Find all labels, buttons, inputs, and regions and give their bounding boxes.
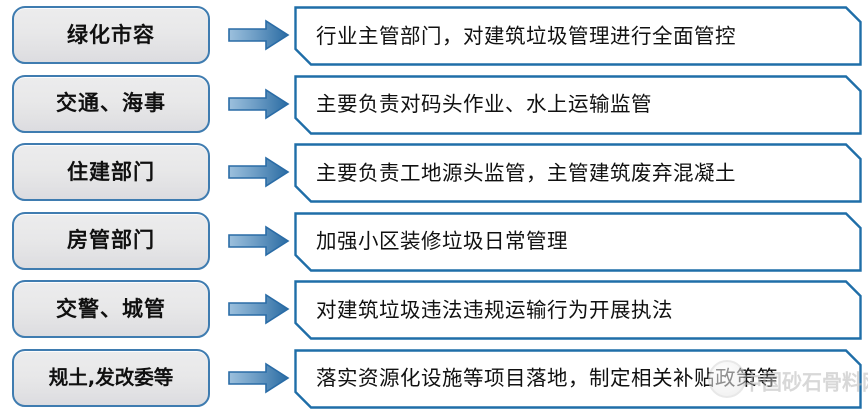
right-arrow-icon xyxy=(228,225,290,257)
department-box[interactable]: 房管部门 xyxy=(12,211,210,270)
description-text: 对建筑垃圾违法违规运输行为开展执法 xyxy=(316,297,673,322)
department-label: 绿化市容 xyxy=(67,22,155,47)
diagram-row: 交警、城管 对建筑垃圾违法违规运输行为开展执法 xyxy=(0,280,868,340)
right-arrow-icon xyxy=(228,156,290,188)
description-box[interactable]: 加强小区装修垃圾日常管理 xyxy=(294,211,862,272)
diagram-row: 交通、海事 主要负责对码头作业、水上运输监管 xyxy=(0,74,868,135)
diagram-row: 绿化市容 行业主管部门，对建筑垃圾管理进行全面管控 xyxy=(0,6,868,66)
department-label: 交警、城管 xyxy=(56,296,166,321)
description-box-shape xyxy=(294,280,862,340)
description-box[interactable]: 主要负责对码头作业、水上运输监管 xyxy=(294,74,862,135)
description-box-shape xyxy=(294,143,862,203)
department-label: 交通、海事 xyxy=(56,91,166,115)
description-box[interactable]: 行业主管部门，对建筑垃圾管理进行全面管控 xyxy=(294,6,862,66)
description-box-shape xyxy=(294,74,862,135)
description-text: 主要负责工地源头监管，主管建筑废弃混凝土 xyxy=(316,160,736,185)
diagram-row: 住建部门 主要负责工地源头监管，主管建筑废弃混凝土 xyxy=(0,143,868,203)
department-label: 住建部门 xyxy=(67,159,155,184)
description-box[interactable]: 落实资源化设施等项目落地，制定相关补贴政策等 xyxy=(294,348,862,409)
right-arrow-icon xyxy=(228,362,290,394)
diagram-row: 规土,发改委等 落实资源化设施等项目落地，制定相关补贴政策等 xyxy=(0,348,868,409)
description-text: 落实资源化设施等项目落地，制定相关补贴政策等 xyxy=(316,366,778,391)
description-text: 行业主管部门，对建筑垃圾管理进行全面管控 xyxy=(316,23,736,48)
description-text: 主要负责对码头作业、水上运输监管 xyxy=(316,92,652,117)
right-arrow-icon xyxy=(228,293,290,325)
right-arrow-icon xyxy=(228,88,290,120)
department-box[interactable]: 规土,发改委等 xyxy=(12,348,210,407)
department-box[interactable]: 住建部门 xyxy=(12,143,210,201)
department-label: 房管部门 xyxy=(67,228,155,252)
department-label: 规土,发改委等 xyxy=(48,365,174,389)
department-box[interactable]: 绿化市容 xyxy=(12,6,210,64)
right-arrow-icon xyxy=(228,19,290,51)
description-box-shape xyxy=(294,6,862,66)
department-box[interactable]: 交警、城管 xyxy=(12,280,210,338)
department-box[interactable]: 交通、海事 xyxy=(12,74,210,133)
description-box-shape xyxy=(294,211,862,272)
description-text: 加强小区装修垃圾日常管理 xyxy=(316,229,568,254)
description-box[interactable]: 对建筑垃圾违法违规运输行为开展执法 xyxy=(294,280,862,340)
description-box[interactable]: 主要负责工地源头监管，主管建筑废弃混凝土 xyxy=(294,143,862,203)
diagram-row: 房管部门 加强小区装修垃圾日常管理 xyxy=(0,211,868,272)
